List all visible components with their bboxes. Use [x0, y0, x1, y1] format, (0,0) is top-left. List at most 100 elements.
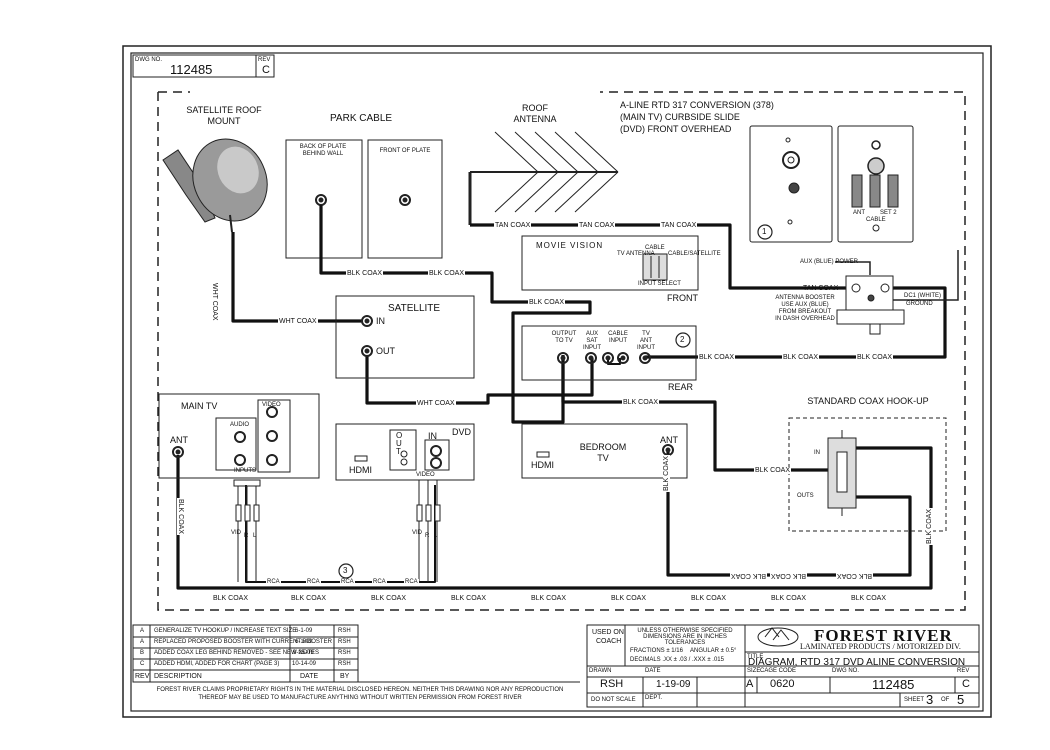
drawn-by: RSH — [600, 678, 624, 690]
splitter-outs-label: OUTS — [797, 493, 814, 499]
blk-coax-label: BLK COAX — [782, 354, 820, 361]
roof-antenna-icon — [468, 131, 619, 225]
marker-1-label: 1 — [762, 227, 767, 236]
note-line-2: (MAIN TV) CURBSIDE SLIDE — [620, 112, 740, 122]
booster-note-3: FROM BREAKOUT — [778, 309, 832, 315]
rev-row-3-rev: B — [140, 650, 145, 656]
size-label: SIZE — [747, 668, 761, 674]
blk-coax-label: BLK COAX — [698, 354, 736, 361]
coach-label: COACH — [596, 638, 622, 645]
rev-head-rev: REV — [135, 673, 150, 680]
rev-row-4-rev: C — [140, 661, 145, 667]
main-tv-title: MAIN TV — [181, 401, 218, 411]
main-tv-rca-plugs — [235, 486, 260, 582]
rev-value: C — [262, 64, 270, 76]
booster-power-label: AUX (BLUE) POWER — [800, 259, 859, 265]
input-cable: CABLE INPUT — [608, 331, 628, 344]
tan-coax-label: TAN COAX — [660, 222, 698, 229]
splitter-title: STANDARD COAX HOOK-UP — [807, 396, 929, 406]
rca-tag-l: L — [253, 533, 257, 539]
input-aux-sat: AUX SAT INPUT — [583, 331, 601, 351]
blk-coax-label: BLK COAX — [212, 595, 250, 602]
rev-row-2-by: RSH — [338, 639, 351, 645]
drawn-date: 1-19-09 — [656, 679, 691, 690]
bedroom-tv-box — [521, 423, 688, 479]
blk-coax-label: BLK COAX — [450, 595, 488, 602]
fractions: FRACTIONS ± 1/16 — [630, 648, 683, 654]
rca-label: RCA — [404, 579, 419, 585]
sheet-number: 3 — [926, 692, 934, 707]
wht-coax-label: WHT COAX — [278, 318, 318, 325]
rev-row-3-desc: ADDED COAX LEG BEHIND REMOVED - SEE NEW … — [154, 650, 320, 656]
coax-hookup-dashed-box — [788, 417, 947, 532]
cage-code: 0620 — [770, 678, 795, 690]
cable-satellite-label: CABLE/SATELLITE — [668, 251, 721, 257]
rca-label: RCA — [266, 579, 281, 585]
input-tv-ant: TV ANT INPUT — [637, 331, 655, 351]
blk-coax-rear-run — [561, 357, 828, 472]
note-line-1: A-LINE RTD 317 CONVERSION (378) — [620, 100, 774, 110]
cage-label: CAGE CODE — [760, 668, 797, 674]
rca-tag-vid: VID — [231, 530, 242, 536]
dvd-video-label: VIDEO — [416, 472, 435, 478]
blk-coax-splitter-bedroom — [176, 446, 933, 590]
dwg-label: DWG NO. — [832, 668, 859, 674]
marker-2 — [675, 332, 691, 348]
size-value: A — [746, 678, 754, 690]
company-name: FOREST RIVER — [814, 626, 953, 645]
blk-coax-label: BLK COAX — [610, 595, 648, 602]
blk-coax-vertical-label: BLK COAX — [177, 498, 184, 536]
movie-vision-front-label: FRONT — [667, 293, 698, 303]
main-tv-audio-label: AUDIO — [230, 422, 250, 428]
proprietary-note: FOREST RIVER CLAIMS PROPRIETARY RIGHTS I… — [156, 687, 564, 701]
angular: ANGULAR ± 0.5° — [690, 648, 737, 654]
plate-front-label: FRONT OF PLATE — [379, 148, 431, 154]
title-dwg-no: 112485 — [872, 677, 915, 692]
park-cable-label: PARK CABLE — [330, 113, 393, 124]
sheet-total: 5 — [957, 692, 965, 707]
title-rev-value: C — [962, 678, 970, 690]
dashed-boundary — [157, 91, 966, 611]
cable-label: CABLE — [645, 245, 665, 251]
booster-ground-2: GROUND — [906, 301, 933, 307]
tolerance-1: UNLESS OTHERWISE SPECIFIED — [637, 628, 733, 634]
rev-row-2-desc: REPLACED PROPOSED BOOSTER WITH CURRENT B… — [154, 639, 332, 645]
rca-label: RCA — [340, 579, 355, 585]
blk-coax-label: BLK COAX — [528, 299, 566, 306]
tolerance-2: DIMENSIONS ARE IN INCHES — [643, 634, 727, 640]
dvd-hdmi-label: HDMI — [349, 465, 372, 475]
movie-vision-front — [521, 235, 699, 291]
bedroom-tv-hdmi-label: HDMI — [531, 460, 554, 470]
plate-cable-label: CABLE — [866, 217, 886, 223]
rev-row-4-desc: ADDED HDMI, ADDED FOR CHART (PAGE 3) — [154, 661, 280, 667]
dvd-title: DVD — [452, 427, 472, 437]
blk-coax-label: BLK COAX — [836, 572, 874, 579]
sheet-label: SHEET — [904, 697, 925, 703]
title-label: TITLE — [747, 654, 764, 660]
rca-tag-r: R — [244, 533, 249, 539]
input-select-label: INPUT SELECT — [638, 281, 681, 287]
rev-row-1-by: RSH — [338, 628, 351, 634]
dvd-in-label: IN — [428, 431, 437, 441]
coax-switch-plate — [837, 125, 914, 243]
dwg-no-label: DWG NO. — [135, 57, 162, 63]
marker-1 — [757, 224, 773, 240]
marker-3 — [338, 563, 354, 579]
blk-coax-vertical-label: BLK COAX — [663, 454, 670, 492]
satellite-in-label: IN — [376, 316, 385, 326]
rev-head-date: DATE — [300, 673, 319, 680]
wall-switch-plate — [749, 125, 833, 243]
blk-coax-vertical-label: BLK COAX — [926, 507, 933, 545]
outer-border — [122, 45, 992, 718]
rev-row-3-date: 9-25-09 — [293, 650, 314, 656]
rev-row-2-date: 6-1-09 — [295, 639, 313, 645]
rca-label: RCA — [306, 579, 321, 585]
tv-antenna-label: TV ANTENNA — [617, 251, 655, 257]
main-tv-box — [158, 393, 320, 479]
rev-row-1-date: 6-1-09 — [295, 628, 313, 634]
roof-antenna-label: ROOF ANTENNA — [513, 103, 557, 124]
dvd-rca-plugs — [416, 480, 441, 582]
blk-coax-label: BLK COAX — [730, 572, 768, 579]
tan-coax-label: TAN COAX — [494, 222, 532, 229]
blk-coax-label: BLK COAX — [346, 270, 384, 277]
